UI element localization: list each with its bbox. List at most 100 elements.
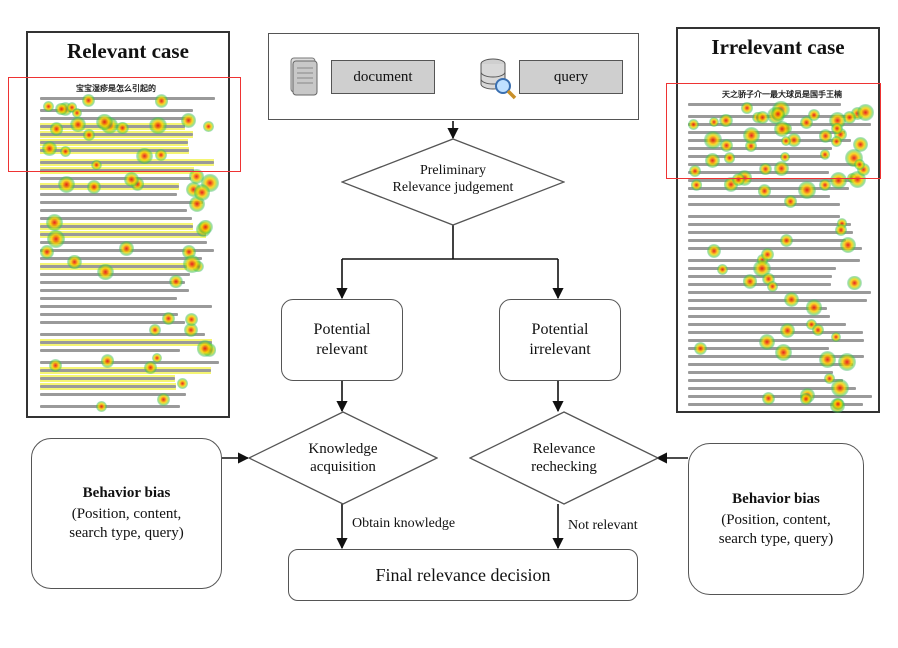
text-line <box>40 257 202 260</box>
behavior-bias-right-title: Behavior bias <box>732 490 820 507</box>
gaze-fixation <box>82 94 96 108</box>
gaze-fixation <box>704 153 720 169</box>
gaze-fixation <box>55 102 68 116</box>
text-line <box>40 117 192 120</box>
gaze-fixation <box>831 397 844 410</box>
text-line <box>40 97 215 100</box>
knowledge-text: Knowledge acquisition <box>308 441 378 475</box>
text-line <box>40 141 188 144</box>
gaze-fixation <box>82 129 95 141</box>
irrelevant-doc-heading: 天之骄子介一最大球员是国手王楠 <box>722 90 842 99</box>
text-line <box>688 259 860 262</box>
gaze-fixation <box>689 165 702 178</box>
text-line <box>40 361 219 364</box>
behavior-bias-left: Behavior bias (Position, content, search… <box>31 438 222 589</box>
gaze-fixation <box>761 247 775 261</box>
gaze-fixation <box>123 172 139 188</box>
gaze-fixation <box>779 322 796 338</box>
gaze-fixation <box>744 140 757 153</box>
gaze-fixation <box>761 392 775 406</box>
gaze-fixation <box>837 353 856 372</box>
text-line <box>40 217 193 220</box>
gaze-fixation <box>781 136 792 147</box>
preliminary-text: Preliminary Relevance judgement <box>392 163 514 195</box>
gaze-fixation <box>805 298 823 316</box>
gaze-fixation <box>183 323 198 338</box>
text-line <box>688 363 853 366</box>
gaze-fixation <box>780 152 791 163</box>
gaze-fixation <box>818 129 833 144</box>
gaze-fixation <box>70 117 86 133</box>
gaze-fixation <box>830 331 842 343</box>
behavior-bias-left-title: Behavior bias <box>82 485 171 501</box>
gaze-fixation <box>836 218 848 229</box>
text-line <box>688 403 864 406</box>
gaze-fixation <box>202 120 214 132</box>
gaze-fixation <box>43 101 55 113</box>
text-line <box>688 179 853 182</box>
gaze-fixation <box>42 140 57 156</box>
gaze-fixation <box>847 275 862 291</box>
gaze-fixation <box>707 244 722 259</box>
text-line <box>40 233 207 236</box>
gaze-fixation <box>161 311 176 326</box>
gaze-fixation <box>46 214 63 231</box>
database-search-icon <box>480 58 517 100</box>
text-line <box>40 341 212 344</box>
gaze-fixation <box>798 181 816 199</box>
gaze-fixation <box>719 138 734 153</box>
gaze-fixation <box>759 162 772 176</box>
text-line <box>688 195 830 198</box>
gaze-fixation <box>759 334 776 351</box>
gaze-fixation <box>719 114 733 128</box>
text-line <box>688 315 830 318</box>
gaze-fixation <box>732 172 746 187</box>
text-line <box>40 333 205 336</box>
text-line <box>40 185 179 188</box>
text-line <box>40 289 189 292</box>
gaze-fixation <box>96 401 108 413</box>
gaze-fixation <box>717 263 729 275</box>
relevant-doc-heading: 宝宝湿疹是怎么引起的 <box>76 84 156 93</box>
gaze-fixation <box>784 291 800 308</box>
input-box: document query <box>268 33 639 120</box>
gaze-fixation <box>830 379 849 397</box>
text-line <box>688 387 856 390</box>
gaze-fixation <box>154 148 167 161</box>
gaze-fixation <box>157 392 171 407</box>
text-line <box>688 395 872 398</box>
text-line <box>688 307 827 310</box>
behavior-bias-right: Behavior bias (Position, content, search… <box>688 443 864 595</box>
gaze-fixation <box>96 114 113 131</box>
text-line <box>40 313 179 316</box>
gaze-fixation <box>774 344 792 362</box>
text-line <box>688 347 830 350</box>
gaze-fixation <box>819 149 831 160</box>
gaze-fixation <box>741 102 753 114</box>
recheck-text: Relevance rechecking <box>531 441 597 475</box>
gaze-fixation <box>774 121 791 138</box>
text-line <box>40 201 204 204</box>
text-line <box>688 147 832 150</box>
gaze-fixation <box>66 102 78 114</box>
text-line <box>688 155 829 158</box>
text-line <box>40 133 193 136</box>
text-line <box>40 305 212 308</box>
text-line <box>688 231 853 234</box>
text-line <box>688 163 858 166</box>
gaze-fixation <box>742 273 758 289</box>
gaze-fixation <box>49 122 64 136</box>
text-line <box>688 223 852 226</box>
gaze-fixation <box>91 159 102 170</box>
gaze-fixation <box>800 393 813 405</box>
gaze-fixation <box>824 373 836 385</box>
gaze-fixation <box>151 353 162 364</box>
gaze-fixation <box>693 341 707 356</box>
text-line <box>40 321 185 324</box>
gaze-fixation <box>40 245 54 259</box>
gaze-fixation <box>786 132 802 148</box>
relevant-attention-box <box>8 77 241 172</box>
